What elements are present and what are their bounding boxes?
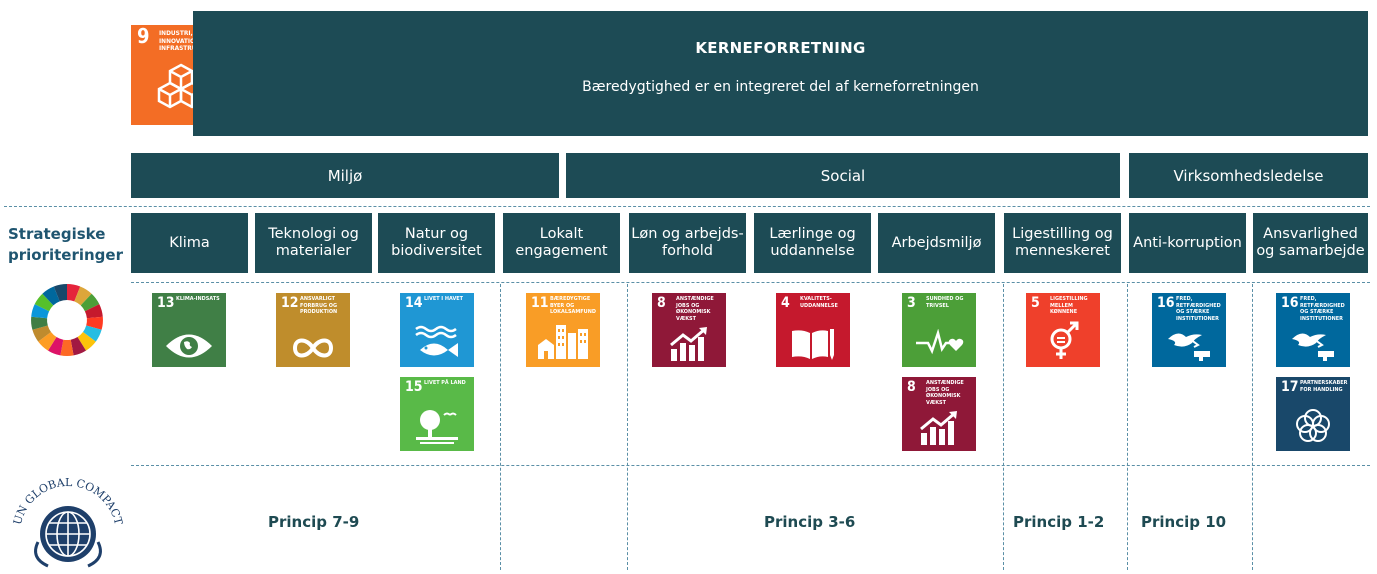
strategic-priorities-label: Strategiske prioriteringer	[8, 225, 123, 264]
priority-technology: Teknologi og materialer	[255, 213, 372, 273]
priority-wages: Løn og arbejds-forhold	[629, 213, 746, 273]
priority-climate: Klima	[131, 213, 248, 273]
sdg-text: Fred, retfærdighed og stærke institution…	[1176, 296, 1221, 322]
sdg-text: Livet i havet	[424, 296, 464, 302]
sdg-number: 12	[281, 295, 299, 311]
sdg-wheel-icon	[30, 283, 104, 357]
sdg-text: Anstændige jobs og økonomisk vækst	[676, 296, 714, 322]
core-business-banner: KERNEFORRETNING Bæredygtighed er en inte…	[193, 11, 1368, 136]
principle-1-2: Princip 1-2	[1013, 513, 1105, 531]
sdg-5-icon: 5 Ligestilling mellem kønnene	[1026, 293, 1100, 367]
sdg-text: Fred, retfærdighed og stærke institution…	[1300, 296, 1345, 322]
sdg-3-icon: 3 Sundhed og trivsel	[902, 293, 976, 367]
banner-subtitle: Bæredygtighed er en integreret del af ke…	[582, 79, 979, 95]
divider-col-1	[500, 284, 501, 570]
priority-nature: Natur og biodiversitet	[378, 213, 495, 273]
tree-icon	[400, 407, 474, 445]
sdg-number: 8	[657, 295, 666, 311]
sdg-number: 16	[1281, 295, 1299, 311]
sdg-number: 16	[1157, 295, 1175, 311]
sdg-14-icon: 14 Livet i havet	[400, 293, 474, 367]
divider-bottom	[131, 465, 1370, 466]
infinity-icon	[276, 335, 350, 361]
priority-apprentices: Lærlinge og uddannelse	[754, 213, 871, 273]
sdg-text: Ansvarligt forbrug og produktion	[300, 296, 338, 315]
principle-3-6: Princip 3-6	[764, 513, 856, 531]
growth-chart-icon	[902, 411, 976, 445]
book-icon	[776, 327, 850, 361]
dove-gavel-icon	[1152, 325, 1226, 361]
fish-icon	[400, 323, 474, 361]
priority-anti-corruption: Anti-korruption	[1129, 213, 1246, 273]
sdg-12-icon: 12 Ansvarligt forbrug og produktion	[276, 293, 350, 367]
banner-title: KERNEFORRETNING	[695, 39, 866, 57]
sdg-15-icon: 15 Livet på land	[400, 377, 474, 451]
heartbeat-icon	[902, 329, 976, 355]
sdg-text: Livet på land	[424, 380, 466, 386]
sdg-number: 5	[1031, 295, 1040, 311]
sdg-13-icon: 13 Klima-indsats	[152, 293, 226, 367]
sdg-number: 9	[137, 25, 150, 48]
sdg-8-icon: 8 Anstændige jobs og økonomisk vækst	[902, 377, 976, 451]
sdg-number: 11	[531, 295, 549, 311]
gender-icon	[1026, 321, 1100, 361]
sdg-text: Partnerskaber for handling	[1300, 380, 1348, 393]
divider-col-5	[1252, 284, 1253, 570]
sdg-16-icon: 16 Fred, retfærdighed og stærke institut…	[1276, 293, 1350, 367]
sdg-text: Bæredygtige byer og lokalsamfund	[550, 296, 596, 315]
sdg-8-icon: 8 Anstændige jobs og økonomisk vækst	[652, 293, 726, 367]
divider-top	[4, 206, 1370, 207]
sdg-text: Sundhed og trivsel	[926, 296, 964, 309]
priority-equality: Ligestilling og menneskeret	[1004, 213, 1121, 273]
sdg-number: 13	[157, 295, 175, 311]
sdg-number: 3	[907, 295, 916, 311]
city-icon	[526, 319, 600, 361]
sdg-text: Anstændige jobs og økonomisk vækst	[926, 380, 964, 406]
priority-responsibility: Ansvarlighed og samarbejde	[1253, 213, 1368, 273]
priority-local-engagement: Lokalt engagement	[503, 213, 620, 273]
category-governance: Virksomhedsledelse	[1129, 153, 1368, 198]
rings-icon	[1276, 406, 1350, 446]
sdg-17-icon: 17 Partnerskaber for handling	[1276, 377, 1350, 451]
divider-middle	[131, 282, 1370, 283]
sdg-11-icon: 11 Bæredygtige byer og lokalsamfund	[526, 293, 600, 367]
principle-7-9: Princip 7-9	[268, 513, 360, 531]
priority-work-environment: Arbejdsmiljø	[878, 213, 995, 273]
dove-gavel-icon	[1276, 325, 1350, 361]
sdg-text: Industri, innovation og infrastruktur	[159, 29, 215, 52]
sdg-text: Klima-indsats	[176, 296, 220, 302]
category-social: Social	[566, 153, 1120, 198]
sdg-number: 4	[781, 295, 790, 311]
principle-10: Princip 10	[1141, 513, 1227, 531]
sdg-number: 15	[405, 379, 423, 395]
divider-col-4	[1127, 284, 1128, 570]
sdg-text: Ligestilling mellem kønnene	[1050, 296, 1088, 315]
sdg-number: 14	[405, 295, 423, 311]
sdg-number: 8	[907, 379, 916, 395]
sdg-4-icon: 4 Kvalitets-uddannelse	[776, 293, 850, 367]
category-environment: Miljø	[131, 153, 559, 198]
divider-col-3	[1003, 284, 1004, 570]
divider-col-2	[627, 284, 628, 570]
growth-chart-icon	[652, 327, 726, 361]
un-global-compact-logo: UN GLOBAL COMPACT	[8, 468, 128, 570]
sdg-number: 17	[1281, 379, 1299, 395]
sdg-16-icon: 16 Fred, retfærdighed og stærke institut…	[1152, 293, 1226, 367]
eye-globe-icon	[152, 331, 226, 361]
sdg-text: Kvalitets-uddannelse	[800, 296, 838, 309]
